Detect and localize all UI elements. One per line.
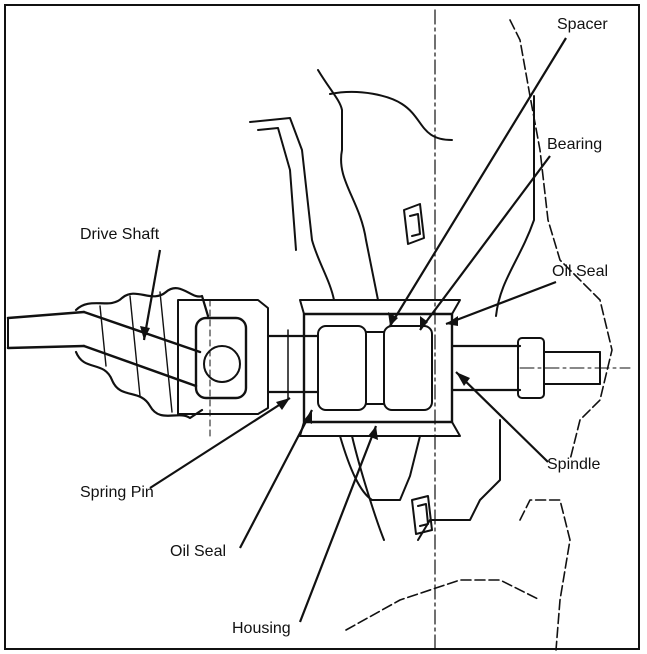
arrowhead-bearing [420, 316, 428, 330]
wheel-rim-part [345, 19, 613, 651]
spindle-part [450, 337, 631, 399]
leader-oil-seal-bottom [239, 409, 313, 549]
arrowhead-housing [368, 426, 378, 440]
leader-spacer [389, 37, 567, 327]
label-spacer: Spacer [557, 16, 608, 33]
leader-drive-shaft [142, 249, 162, 341]
arrowhead-spindle [456, 372, 470, 386]
arrowhead-oil-seal-top [446, 316, 458, 326]
diagram-frame [4, 4, 640, 650]
label-bearing: Bearing [547, 136, 603, 153]
leader-oil-seal-top [445, 280, 557, 326]
leader-bearing [419, 155, 551, 331]
arrowhead-oil-seal-bottom [304, 410, 312, 424]
label-oil-seal-bottom: Oil Seal [170, 543, 227, 560]
cv-joint-part [177, 299, 269, 441]
upper-bolt-clip [403, 203, 425, 245]
cv-boot-part [74, 287, 210, 420]
arrowhead-drive-shaft [140, 326, 150, 340]
leader-spindle [455, 371, 549, 463]
label-drive-shaft: Drive Shaft [80, 226, 160, 243]
label-spindle: Spindle [547, 456, 601, 473]
leader-spring-pin [149, 397, 291, 489]
lower-bolt-clip [411, 495, 433, 535]
label-housing: Housing [232, 620, 291, 637]
hub-housing-part [299, 299, 461, 437]
shaft-stub-part [266, 334, 320, 394]
leader-housing [298, 425, 378, 623]
knuckle-part [249, 69, 535, 541]
arrowhead-spacer [388, 312, 398, 326]
arrowhead-spring-pin [276, 398, 290, 410]
label-spring-pin: Spring Pin [80, 484, 154, 501]
label-oil-seal-top: Oil Seal [552, 263, 609, 280]
